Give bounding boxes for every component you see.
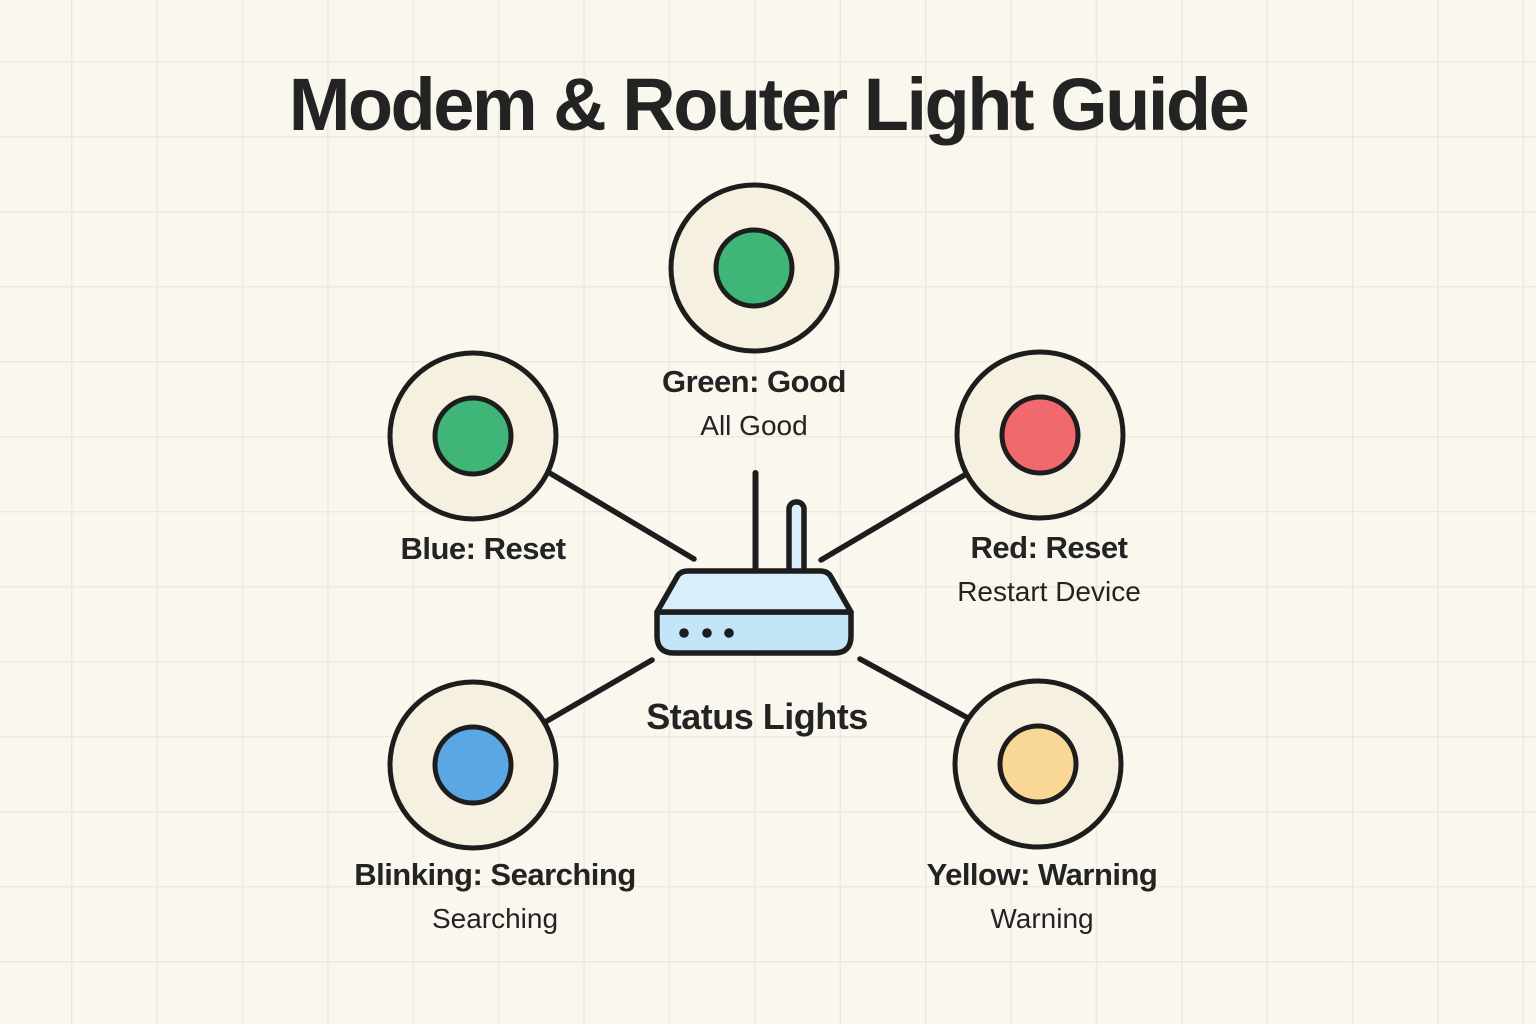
light-label-title: Blinking: Searching: [354, 857, 636, 892]
status-light-yellow-warning: [952, 678, 1124, 850]
yellow-dot: [997, 723, 1079, 805]
light-label-title: Red: Reset: [970, 530, 1128, 565]
light-label-subtitle: Searching: [431, 903, 559, 934]
status-light-red-reset: [954, 349, 1126, 521]
label-yellow-warning: Yellow: Warning Warning: [927, 859, 1158, 933]
blinking-dot: [432, 724, 514, 806]
status-light-green-good: [668, 182, 840, 354]
connector-line-upper-left: [545, 469, 697, 562]
blue-reset-dot: [432, 395, 514, 477]
light-label-subtitle: Restart Device: [957, 576, 1141, 607]
status-light-blue-reset: [387, 350, 559, 522]
connector-lines: [544, 469, 971, 724]
connector-line-upper-right: [818, 470, 971, 563]
light-label-subtitle: Warning: [990, 903, 1094, 934]
light-label-title: Green: Good: [662, 364, 846, 399]
status-lights: [387, 182, 1126, 851]
router-body: [654, 609, 854, 656]
router-antenna-right: [786, 499, 807, 580]
label-red-reset: Red: Reset Restart Device: [957, 532, 1141, 606]
router-lid: [654, 568, 854, 615]
page-title: Modem & Router Light Guide: [288, 63, 1250, 146]
light-label-title: Blue: Reset: [400, 531, 566, 566]
connector-line-lower-right: [857, 656, 971, 721]
light-label-subtitle: All Good: [700, 410, 808, 441]
label-blinking-searching: Blinking: Searching Searching: [354, 859, 636, 933]
router-led-dots: [679, 628, 734, 638]
router-icon: [654, 470, 854, 656]
status-lights-label: Status Lights: [646, 696, 868, 737]
green-dot: [713, 227, 795, 309]
label-green-good: Green: Good All Good: [662, 366, 846, 440]
status-light-blinking-searching: [387, 679, 559, 851]
light-label-title: Yellow: Warning: [926, 857, 1158, 892]
red-dot: [999, 394, 1081, 476]
connector-line-lower-left: [544, 657, 655, 724]
label-blue-reset: Blue: Reset: [400, 531, 566, 566]
